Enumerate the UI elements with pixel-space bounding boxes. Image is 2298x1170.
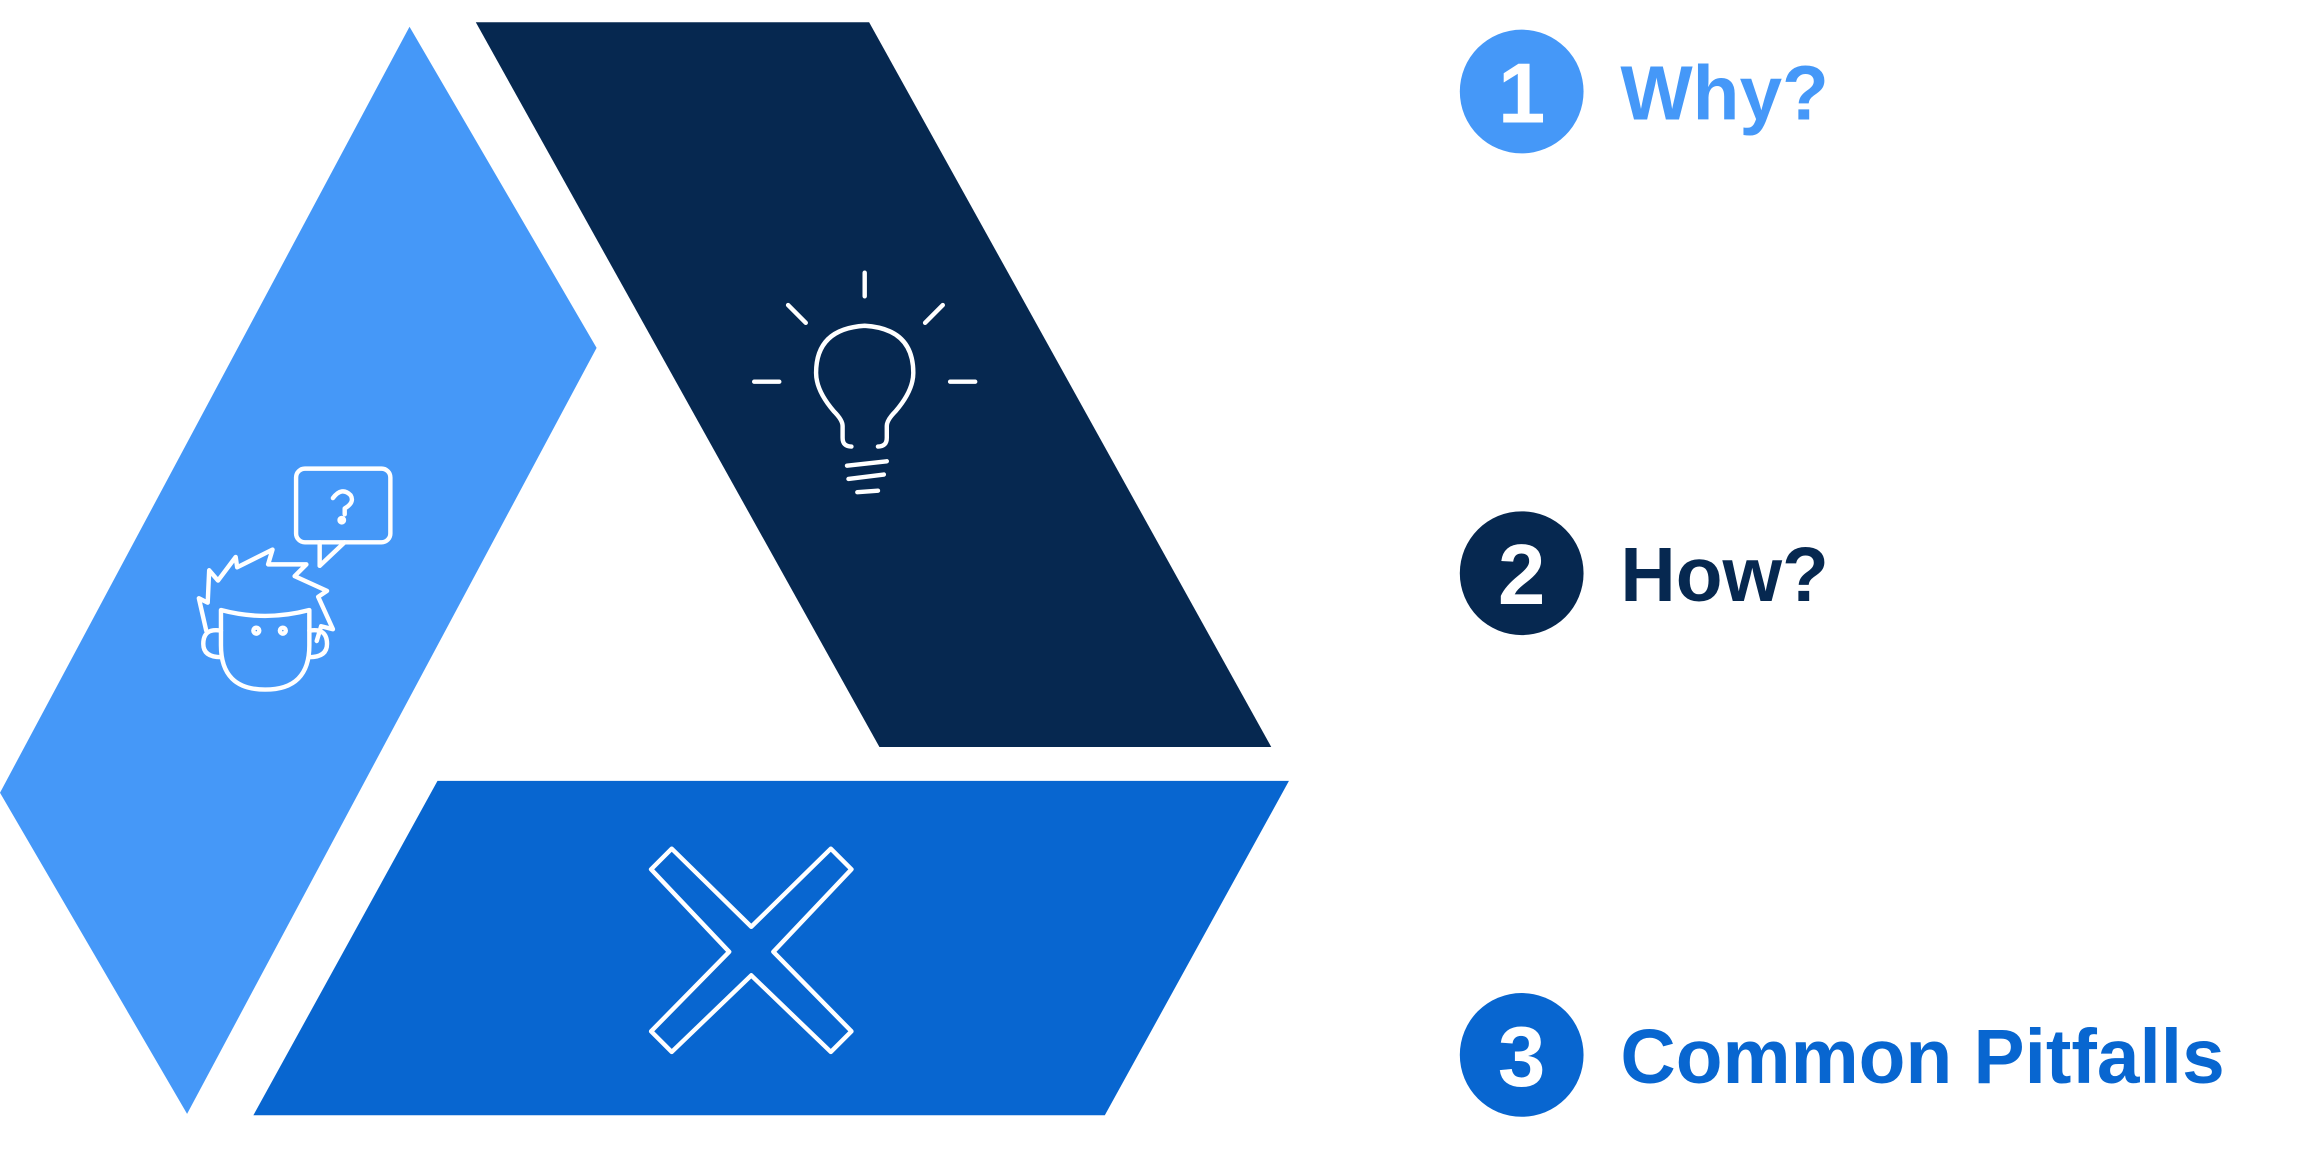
number-text: 3 [1498, 1010, 1546, 1105]
number-text: 2 [1498, 528, 1546, 623]
number-text: 1 [1498, 46, 1546, 141]
pitfalls-segment [253, 780, 1289, 1116]
number-badge [1459, 29, 1584, 154]
x-icon [648, 846, 854, 1055]
lightbulb-icon [752, 270, 978, 495]
item-how: 2 How? [1459, 511, 1829, 636]
number-badge [1459, 993, 1584, 1117]
number-badge [1459, 511, 1584, 636]
item-why: 1 Why? [1459, 29, 1829, 154]
item-label: How? [1620, 533, 1828, 618]
how-segment [475, 22, 1272, 748]
item-label: Common Pitfalls [1620, 1015, 2224, 1100]
confused-person-icon [196, 466, 393, 692]
item-pitfalls: 3 Common Pitfalls [1459, 993, 2225, 1117]
item-label: Why? [1620, 52, 1828, 137]
